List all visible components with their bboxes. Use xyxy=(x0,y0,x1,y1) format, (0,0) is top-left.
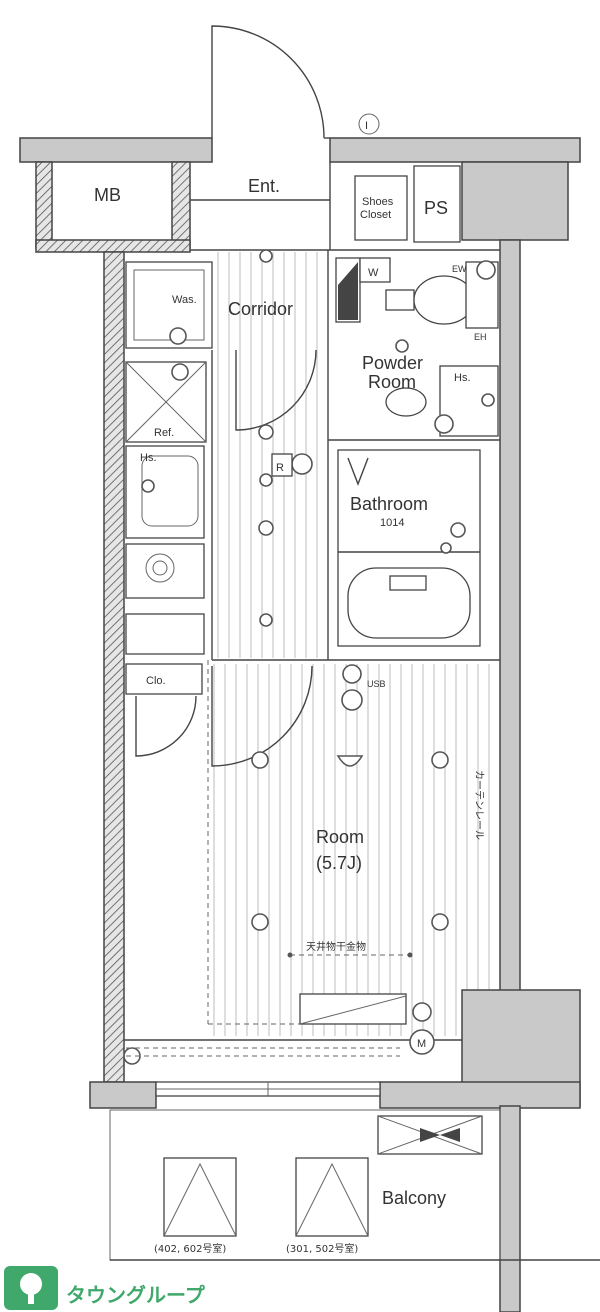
brand-watermark: タウングループ xyxy=(4,1266,206,1310)
corridor-label: Corridor xyxy=(228,299,293,319)
refrigerator-label: Ref. xyxy=(154,427,174,439)
room-devices: USB R M xyxy=(123,249,449,1065)
entrance-door xyxy=(211,25,330,139)
north-mark-label: I xyxy=(365,120,368,132)
usb-outlet-label: USB xyxy=(367,679,386,689)
sink-heater-label: Hs. xyxy=(140,452,157,464)
kitchen: Hs. xyxy=(125,445,205,655)
balcony-left-note: (402, 602号室) xyxy=(154,1242,226,1255)
ceiling-drying-rail xyxy=(287,952,413,958)
walls xyxy=(19,137,600,1312)
north-mark: I xyxy=(358,113,380,135)
powder-room: W EH Hs. xyxy=(335,257,499,437)
partitions xyxy=(124,162,500,1041)
shoes-closet-label-2: Closet xyxy=(360,209,391,221)
reset-mark: R xyxy=(276,462,284,474)
room-storage xyxy=(299,993,407,1025)
mb-label: MB xyxy=(94,185,121,205)
room-label: Room xyxy=(316,827,364,847)
shoes-closet-label-1: Shoes xyxy=(362,196,394,208)
ps-label: PS xyxy=(424,198,448,218)
closet: Clo. xyxy=(125,663,203,757)
bathroom-size: 1014 xyxy=(380,517,404,529)
floor-texture xyxy=(213,252,490,1036)
entrance-label: Ent. xyxy=(248,176,280,196)
room-size: (5.7J) xyxy=(316,853,362,873)
room-door xyxy=(211,665,313,767)
balcony-label: Balcony xyxy=(382,1188,446,1208)
powder-room-label-2: Room xyxy=(368,372,416,392)
curtain-rail-note: カーテンレール xyxy=(473,770,485,840)
powder-mark-eh: EH xyxy=(474,332,487,342)
washer-label: Was. xyxy=(172,294,197,306)
balcony-right-note: (301, 502号室) xyxy=(286,1242,358,1255)
washer-area: Was. xyxy=(125,261,213,349)
water-heater-mark: W xyxy=(368,267,379,279)
powder-mark-ew: EW xyxy=(452,264,467,274)
powder-room-label-1: Powder xyxy=(362,353,423,373)
corridor-door xyxy=(235,349,317,431)
brand-name: タウングループ xyxy=(66,1283,206,1307)
bathroom xyxy=(337,449,481,647)
powder-heater-label: Hs. xyxy=(454,372,471,384)
curtain-rail: カーテンレール xyxy=(126,660,485,1057)
window-sash xyxy=(155,1081,381,1097)
room-labels: MB Ent. Shoes Closet PS Corridor Powder … xyxy=(94,176,467,1255)
balcony-items xyxy=(163,1115,483,1237)
closet-label: Clo. xyxy=(146,675,166,687)
ceiling-drying-note: 天井物干金物 xyxy=(306,940,366,953)
meter-mark: M xyxy=(417,1038,426,1050)
bathroom-label: Bathroom xyxy=(350,494,428,514)
refrigerator: Ref. xyxy=(125,361,207,443)
